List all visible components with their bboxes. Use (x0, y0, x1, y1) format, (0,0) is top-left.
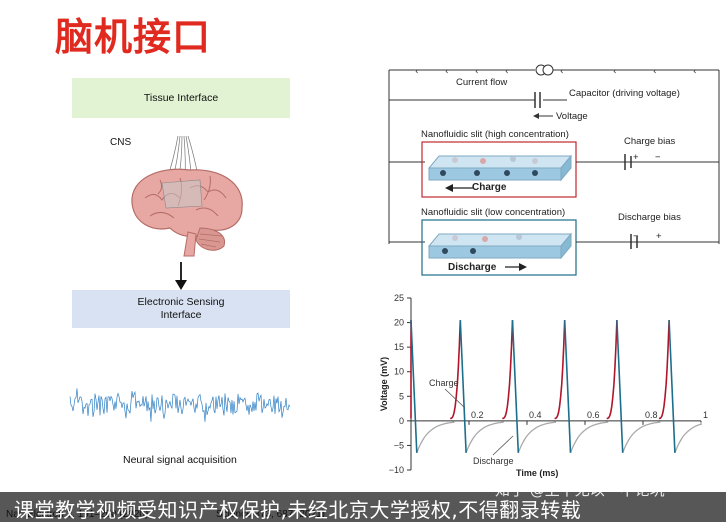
discharge-drop (616, 320, 624, 453)
y-tick-label: 10 (394, 367, 404, 377)
neural-signal-trace (69, 388, 291, 422)
voltage-label: Voltage (556, 111, 588, 122)
citation-right: Science 373, 687 (2021) (216, 509, 325, 520)
charge-spike (450, 320, 462, 420)
y-tick-label: 0 (399, 416, 404, 426)
x-tick-label: 0.8 (645, 410, 658, 420)
svg-text:‹: ‹ (560, 67, 564, 77)
y-tick-label: 25 (394, 293, 404, 303)
x-tick-label: 0.6 (587, 410, 600, 420)
slit-low-label: Nanofluidic slit (low concentration) (421, 207, 566, 218)
neural-signal-label: Neural signal acquisition (123, 454, 237, 466)
electronic-sensing-label: Electronic Sensing Interface (137, 296, 225, 321)
charge-spike (554, 320, 566, 420)
svg-text:‹: ‹ (445, 67, 449, 77)
citation-left: Nat. Electron 3, 191–200 (2020) (6, 509, 149, 520)
discharge-bias-label: Discharge bias (618, 212, 681, 223)
x-tick-label: 0.4 (529, 410, 542, 420)
y-tick-label: 20 (394, 318, 404, 328)
x-tick-label: 1 (703, 410, 708, 420)
circuit-right-wire: ‹ ‹ ‹ (583, 67, 720, 249)
discharge-drop (511, 320, 520, 453)
decay-curve (622, 421, 661, 454)
charge-spike (502, 320, 514, 420)
discharge-bias-plus: + (656, 231, 662, 242)
decay-curve (465, 421, 504, 454)
discharge-drop (563, 320, 572, 453)
electronic-sensing-box: Electronic Sensing Interface (72, 290, 290, 328)
x-axis-label: Time (ms) (516, 468, 558, 478)
charge-annotation: Charge (429, 378, 459, 388)
svg-text:‹: ‹ (505, 67, 509, 77)
discharge-label: Discharge (448, 262, 497, 273)
charge-bias-minus: − (655, 152, 661, 163)
svg-text:‹: ‹ (693, 67, 697, 77)
y-tick-label: 15 (394, 342, 404, 352)
charge-spike (658, 320, 670, 420)
charge-spike (606, 320, 618, 420)
capacitor-label: Capacitor (driving voltage) (569, 88, 680, 99)
y-axis-label: Voltage (mV) (379, 357, 389, 411)
y-tick-label: 5 (399, 391, 404, 401)
decay-curve (674, 422, 702, 454)
discharge-drop (410, 320, 418, 453)
discharge-annotation-line (492, 435, 514, 456)
discharge-drop (668, 320, 676, 453)
copyright-banner (0, 492, 726, 522)
tissue-interface-box: Tissue Interface (72, 78, 290, 118)
nanofluidic-circuit-diagram: ‹ ‹ ‹ ‹ ‹ (388, 64, 585, 276)
decay-curve (416, 421, 455, 454)
svg-text:‹: ‹ (613, 67, 617, 77)
charge-bias-plus: + (633, 152, 639, 163)
x-tick-label: 0.2 (471, 410, 484, 420)
down-arrow-icon (175, 262, 187, 290)
brain-illustration (131, 135, 243, 257)
decay-curve (517, 421, 557, 454)
current-flow-label: Current flow (456, 77, 508, 88)
y-tick-label: −10 (389, 465, 404, 475)
svg-text:‹: ‹ (415, 67, 419, 77)
discharge-annotation: Discharge (473, 456, 514, 466)
svg-text:‹: ‹ (475, 67, 479, 77)
slide-title: 脑机接口 (55, 15, 212, 59)
tissue-interface-label: Tissue Interface (143, 91, 219, 104)
discharge-drop (459, 320, 467, 453)
zhihu-watermark: 知乎 @上下无以一不论坑 (495, 481, 665, 499)
copyright-banner-text: 课堂教学视频受知识产权保护,未经北京大学授权,不得翻录转载 (14, 498, 582, 522)
charge-label: Charge (472, 182, 507, 193)
cns-label: CNS (110, 137, 132, 148)
charge-bias-label: Charge bias (624, 136, 676, 147)
charge-annotation-line (444, 388, 466, 409)
svg-text:‹: ‹ (653, 67, 657, 77)
discharge-bias-minus: − (633, 231, 639, 242)
slit-high-label: Nanofluidic slit (high concentration) (421, 129, 569, 140)
y-tick-label: −5 (394, 440, 404, 450)
decay-curve (569, 421, 609, 454)
